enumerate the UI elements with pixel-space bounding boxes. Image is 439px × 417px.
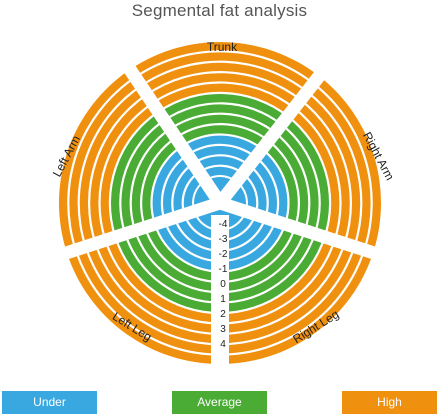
ring-segment	[173, 164, 199, 218]
ring-segment	[163, 155, 193, 221]
sector-gap	[117, 55, 226, 207]
sector-gap	[214, 62, 332, 208]
scale-label: 1	[220, 294, 226, 305]
ring-segment	[135, 52, 313, 91]
chart-title: Segmental fat analysis	[131, 1, 308, 20]
legend-under-button[interactable]: Under	[2, 391, 97, 414]
ring-segment	[100, 104, 158, 240]
ring-segment	[220, 243, 354, 344]
ring-segment	[111, 112, 164, 237]
ring-segment	[193, 156, 249, 173]
ring-segment	[131, 129, 176, 231]
ring-segment	[182, 135, 262, 157]
ring-segment	[220, 247, 364, 354]
ring-segment	[307, 84, 371, 250]
ring-segment	[220, 250, 374, 364]
ring-segment	[79, 86, 147, 247]
scale-label: 3	[220, 324, 226, 335]
ring-segment	[69, 78, 141, 250]
ring-segment	[66, 250, 220, 364]
ring-segment	[170, 114, 275, 140]
ring-segment	[294, 100, 350, 244]
ring-segment	[220, 234, 324, 312]
ring-segment	[220, 240, 344, 333]
ring-segment	[129, 42, 320, 83]
ring-segment	[282, 117, 329, 237]
sector-gap	[53, 196, 223, 263]
ring-segment	[176, 125, 268, 149]
ring-segment	[141, 62, 307, 99]
ring-segment	[159, 94, 288, 124]
ring-segment	[175, 214, 220, 250]
ring-segment	[301, 92, 361, 247]
ring-segment	[220, 237, 334, 323]
scale-label: -2	[219, 249, 228, 260]
ring-segment	[220, 230, 314, 302]
scale-strip-bg	[211, 215, 229, 375]
ring-segment	[116, 234, 220, 312]
ring-segment	[76, 247, 220, 354]
legend-high-button[interactable]: High	[342, 391, 437, 414]
scale-label: -1	[219, 264, 228, 275]
ring-segment	[256, 149, 288, 224]
ring-segment	[188, 146, 256, 165]
ring-segment	[288, 108, 340, 240]
ring-segment	[106, 237, 220, 323]
segment-label-trunk: Trunk	[207, 40, 238, 54]
ring-segment	[243, 166, 267, 218]
segment-gaps	[53, 55, 387, 263]
scale-label: 2	[220, 309, 226, 320]
ring-segment	[147, 73, 300, 108]
scale-label: 0	[220, 279, 226, 290]
ring-segment	[314, 76, 381, 253]
ring-segment	[58, 69, 135, 253]
ring-segment	[90, 95, 153, 244]
scale-label: 4	[220, 339, 226, 350]
segment-rings	[58, 42, 381, 364]
ring-segment	[86, 243, 221, 344]
ring-segment	[275, 125, 319, 234]
scale-strip: -4 -3 -2 -1 0 1 2 3 4	[211, 215, 229, 375]
scale-label: -4	[219, 219, 228, 230]
ring-segment	[164, 104, 281, 132]
ring-segment	[250, 158, 277, 221]
ring-segment	[126, 230, 220, 302]
scale-label: -3	[219, 234, 228, 245]
ring-segment	[153, 83, 294, 116]
ring-segment	[121, 121, 170, 234]
ring-segment	[199, 166, 243, 181]
sector-gap	[217, 196, 387, 263]
ring-segment	[220, 214, 265, 250]
ring-segment	[96, 240, 220, 333]
legend-average-button[interactable]: Average	[172, 391, 267, 414]
